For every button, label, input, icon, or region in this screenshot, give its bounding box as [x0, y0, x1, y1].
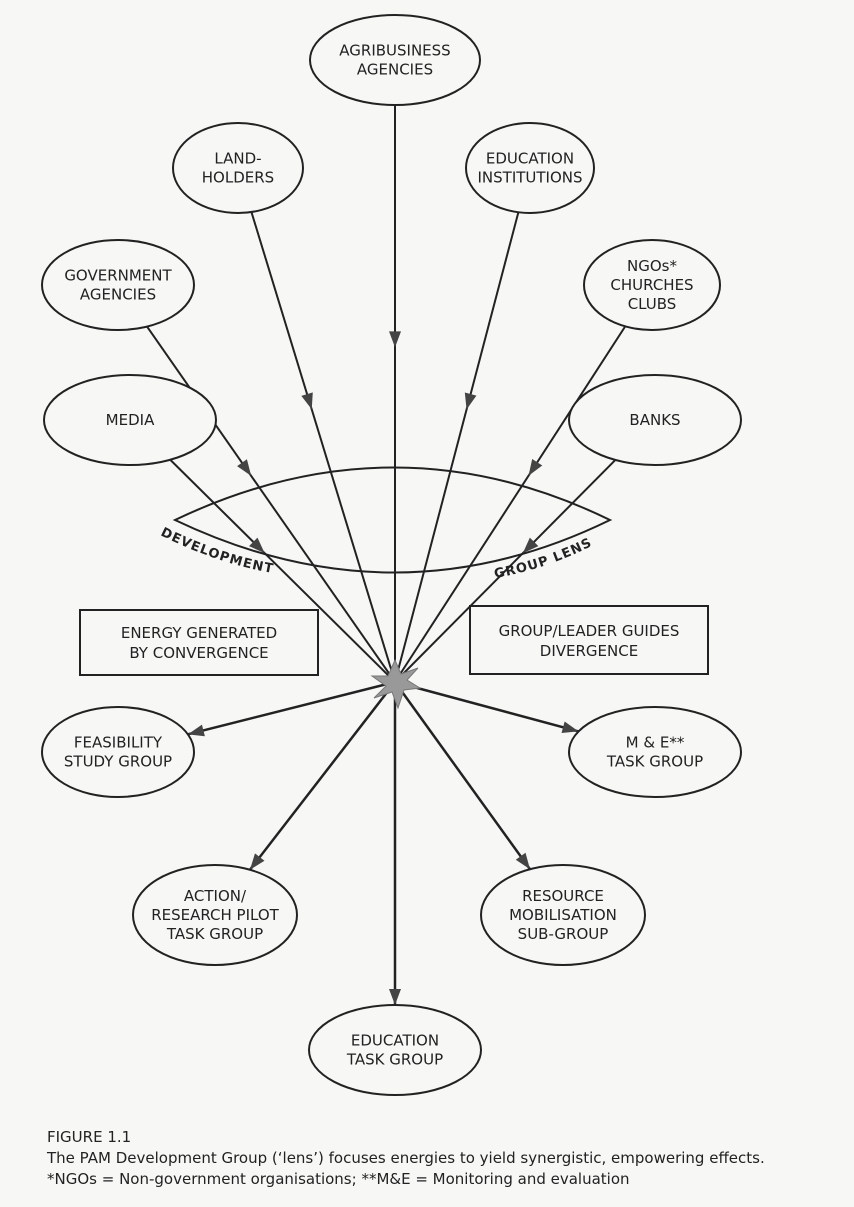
figure-caption: FIGURE 1.1 The PAM Development Group (‘l…: [47, 1127, 767, 1190]
input-line-ngo: [394, 325, 627, 683]
node-label: MOBILISATION: [509, 906, 617, 924]
arrowhead-icon: [528, 459, 543, 476]
node-label: AGENCIES: [80, 286, 156, 304]
node-label: TASK GROUP: [606, 753, 703, 771]
node-label: EDUCATION: [486, 150, 574, 168]
node-ellipse: [308, 1004, 482, 1096]
input-line-eduinst: [394, 211, 520, 683]
node-label: CHURCHES: [610, 276, 693, 294]
box-leader-divergence: GROUP/LEADER GUIDES DIVERGENCE: [469, 605, 709, 675]
svg-text:ENERGY GENERATED: ENERGY GENERATED: [121, 624, 277, 642]
node-label: FEASIBILITY: [74, 734, 163, 752]
convergence-burst-icon: [370, 658, 422, 710]
node-label: TASK GROUP: [346, 1051, 443, 1069]
arrowhead-icon: [249, 537, 265, 554]
arrowhead-icon: [389, 331, 401, 348]
node-label: STUDY GROUP: [64, 753, 172, 771]
arrowhead-icon: [464, 392, 477, 410]
node-label: NGOs*: [627, 257, 677, 275]
arrowhead-icon: [249, 853, 265, 870]
node-ellipse: [480, 864, 646, 966]
node-ellipse: [568, 706, 742, 798]
svg-text:GROUP/LEADER GUIDES: GROUP/LEADER GUIDES: [499, 622, 680, 640]
node-label: CLUBS: [628, 295, 677, 313]
node-label: HOLDERS: [202, 169, 274, 187]
node-label: GOVERNMENT: [64, 267, 172, 285]
input-line-media: [169, 459, 396, 683]
arrowhead-icon: [561, 721, 579, 734]
node-label: AGENCIES: [357, 61, 433, 79]
arrowhead-icon: [522, 537, 539, 554]
node-ellipse: [309, 14, 481, 106]
node-label: SUB-GROUP: [518, 925, 609, 943]
node-ellipse: [172, 122, 304, 214]
input-line-banks: [394, 459, 617, 683]
node-label: RESEARCH PILOT: [151, 906, 279, 924]
node-me: M & E**TASK GROUP: [568, 706, 742, 798]
node-media: MEDIA: [43, 374, 217, 466]
node-label: EDUCATION: [351, 1032, 439, 1050]
figure-caption-text: The PAM Development Group (‘lens’) focus…: [47, 1149, 765, 1188]
node-ellipse: [568, 374, 742, 466]
node-label: LAND-: [214, 150, 261, 168]
arrowhead-icon: [389, 989, 401, 1005]
node-label: M & E**: [626, 734, 685, 752]
arrowhead-icon: [187, 724, 205, 737]
node-label: AGRIBUSINESS: [339, 42, 450, 60]
figure-number: FIGURE 1.1: [47, 1128, 132, 1146]
node-ellipse: [41, 239, 195, 331]
arrowhead-icon: [515, 852, 530, 870]
node-ellipse: [41, 706, 195, 798]
output-line-action: [248, 681, 396, 871]
node-label: RESOURCE: [522, 887, 604, 905]
svg-text:DIVERGENCE: DIVERGENCE: [540, 642, 638, 660]
node-land: LAND-HOLDERS: [172, 122, 304, 214]
node-label: BANKS: [629, 411, 680, 429]
lens-shape: [172, 466, 613, 574]
box-energy-convergence: ENERGY GENERATED BY CONVERGENCE: [79, 609, 319, 676]
input-line-land: [250, 211, 396, 683]
output-line-me: [394, 680, 579, 733]
arrowhead-icon: [237, 459, 252, 476]
node-label: ACTION/: [184, 887, 247, 905]
node-label: MEDIA: [106, 411, 155, 429]
node-label: TASK GROUP: [166, 925, 263, 943]
output-line-resource: [393, 681, 532, 870]
node-ellipse: [465, 122, 595, 214]
node-ellipse: [583, 239, 721, 331]
arrowhead-icon: [301, 392, 313, 410]
svg-text:BY CONVERGENCE: BY CONVERGENCE: [129, 644, 268, 662]
node-ellipse: [43, 374, 217, 466]
node-banks: BANKS: [568, 374, 742, 466]
node-label: INSTITUTIONS: [477, 169, 582, 187]
node-ellipse: [132, 864, 298, 966]
output-line-feas: [187, 680, 396, 736]
